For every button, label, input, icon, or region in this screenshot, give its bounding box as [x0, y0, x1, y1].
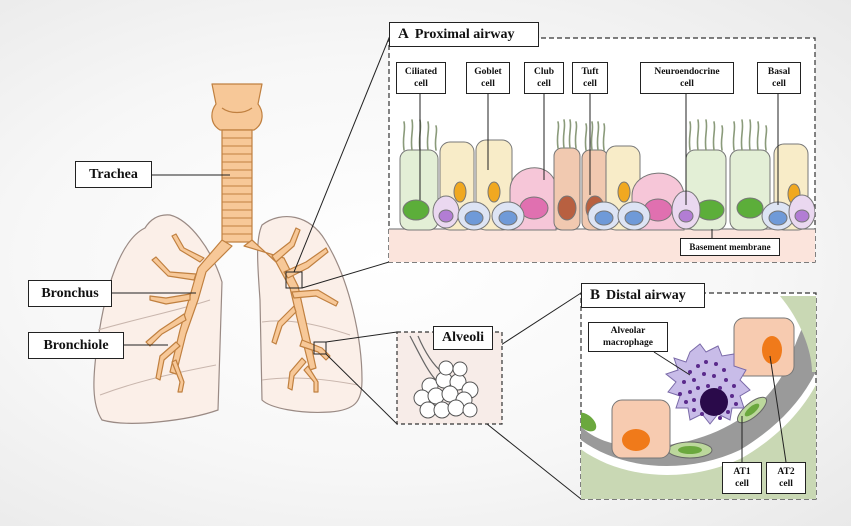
- alveoli-label: Alveoli: [433, 326, 493, 350]
- trachea-label: Trachea: [75, 161, 152, 188]
- left-lung: [93, 214, 223, 424]
- panel-a-letter: A: [398, 26, 409, 42]
- at2-cell-label: AT2 cell: [766, 462, 806, 494]
- right-lung: [257, 216, 363, 413]
- alveolar-macrophage-label: Alveolar macrophage: [588, 322, 668, 352]
- airway-tree: [145, 83, 339, 393]
- panel-b-title-text: Distal airway: [606, 287, 686, 303]
- leader-lines: [112, 37, 582, 500]
- bronchiole-label: Bronchiole: [28, 332, 124, 359]
- bronchus-label: Bronchus: [28, 280, 112, 307]
- tuft-cell-label: Tuft cell: [572, 62, 608, 94]
- panel-b-letter: B: [590, 287, 601, 303]
- neuroendocrine-cell-label: Neuroendocrine cell: [640, 62, 734, 94]
- panel-a-title: A Proximal airway: [389, 22, 539, 47]
- panel-a-title-text: Proximal airway: [414, 26, 515, 42]
- goblet-cell-label: Goblet cell: [466, 62, 510, 94]
- at1-cell-label: AT1 cell: [722, 462, 762, 494]
- basal-cell-label: Basal cell: [757, 62, 801, 94]
- panel-b-title: B Distal airway: [581, 283, 705, 308]
- club-cell-label: Club cell: [524, 62, 564, 94]
- bronchiole-highlight-box: [313, 341, 327, 355]
- basement-membrane-label: Basement membrane: [680, 238, 780, 256]
- ciliated-cell-label: Ciliated cell: [396, 62, 446, 94]
